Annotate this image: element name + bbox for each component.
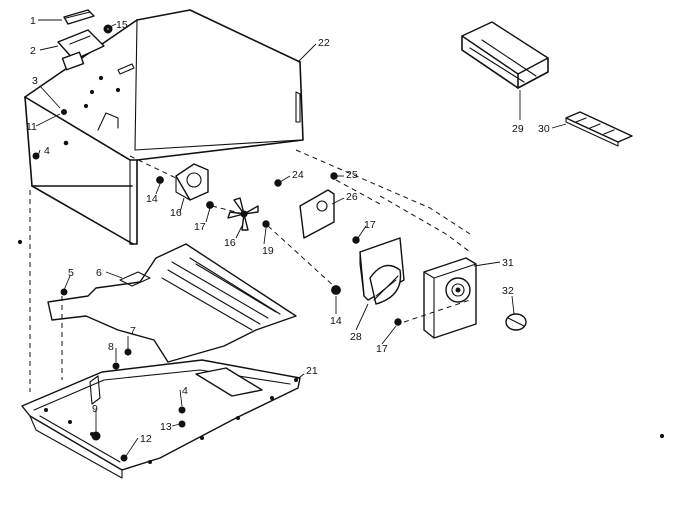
callout-26: 26 bbox=[346, 191, 358, 203]
callout-4-bottom: 4 bbox=[182, 385, 188, 397]
callout-11: 11 bbox=[26, 121, 37, 133]
callout-21: 21 bbox=[306, 365, 318, 377]
leader-lines bbox=[35, 19, 567, 457]
mounting-bracket-icon bbox=[274, 172, 360, 244]
callout-17-right: 17 bbox=[364, 219, 376, 231]
callout-8: 8 bbox=[108, 341, 114, 353]
callout-29: 29 bbox=[512, 123, 524, 135]
callout-13: 13 bbox=[160, 421, 172, 433]
assembly-guide-lines bbox=[29, 149, 471, 392]
callout-9: 9 bbox=[92, 403, 98, 415]
fan-shroud-icon bbox=[331, 237, 405, 326]
base-pan-icon bbox=[21, 348, 301, 479]
evaporator-tray-icon bbox=[47, 243, 297, 363]
cabinet-housing-icon bbox=[24, 9, 304, 245]
callout-17-bottom: 17 bbox=[376, 343, 388, 355]
callout-17-top: 17 bbox=[194, 221, 206, 233]
callout-25: 25 bbox=[346, 169, 358, 181]
callout-16-top: 16 bbox=[170, 207, 182, 219]
grille-icon bbox=[461, 21, 549, 89]
callout-labels: 1 2 15 22 3 11 4 29 30 24 25 26 14 16 17… bbox=[26, 15, 550, 445]
callout-4-top: 4 bbox=[44, 145, 50, 157]
callout-14-mid: 14 bbox=[330, 315, 342, 327]
fan-blade-icon bbox=[227, 197, 270, 231]
callout-32: 32 bbox=[502, 285, 514, 297]
callout-19: 19 bbox=[262, 245, 274, 257]
callout-1: 1 bbox=[30, 15, 36, 27]
callout-12: 12 bbox=[140, 433, 152, 445]
callout-16-mid: 16 bbox=[224, 237, 236, 249]
fan-cover-icon bbox=[423, 257, 477, 339]
callout-31: 31 bbox=[502, 257, 514, 269]
grille-insert-icon bbox=[565, 111, 633, 147]
callout-7: 7 bbox=[130, 325, 136, 337]
callout-6: 6 bbox=[96, 267, 102, 279]
callout-30: 30 bbox=[538, 123, 550, 135]
callout-5: 5 bbox=[68, 267, 74, 279]
callout-22: 22 bbox=[318, 37, 330, 49]
loose-screws-left bbox=[17, 152, 665, 439]
callout-14-top: 14 bbox=[146, 193, 158, 205]
motor-assembly-icon bbox=[156, 163, 214, 209]
callout-15: 15 bbox=[116, 19, 128, 31]
top-left-small-parts bbox=[57, 9, 113, 71]
callout-3: 3 bbox=[32, 75, 38, 87]
callout-2: 2 bbox=[30, 45, 36, 57]
callout-28: 28 bbox=[350, 331, 362, 343]
control-knob-icon bbox=[505, 313, 527, 331]
callout-24: 24 bbox=[292, 169, 304, 181]
